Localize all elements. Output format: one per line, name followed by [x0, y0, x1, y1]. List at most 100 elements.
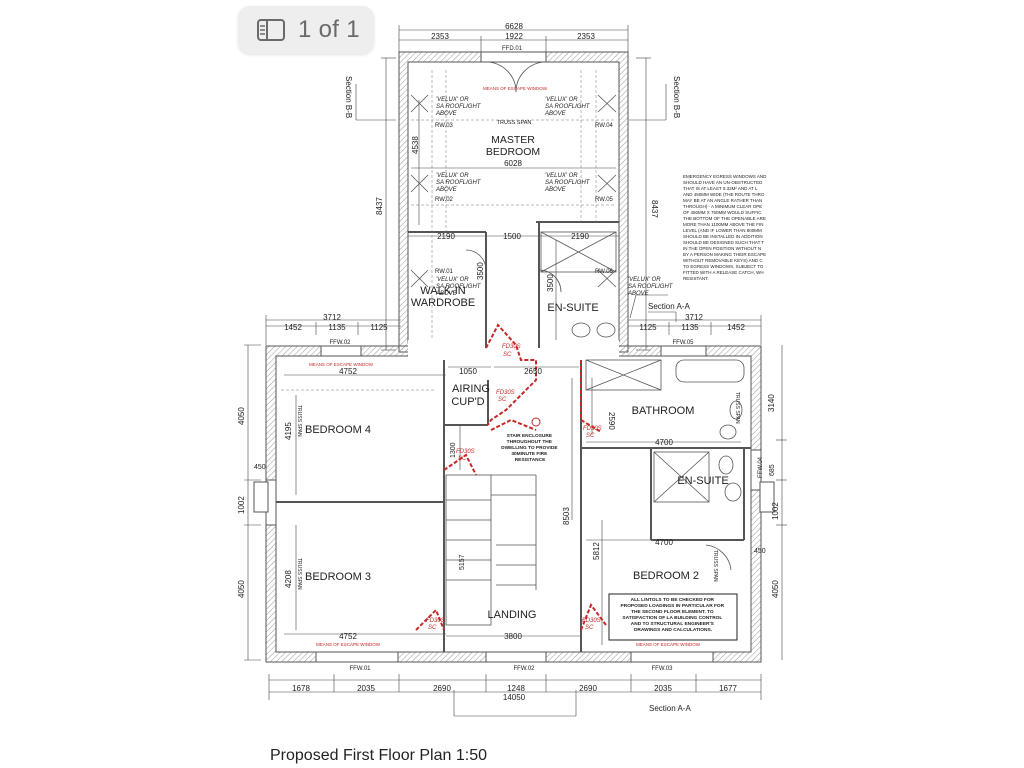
windows [253, 51, 775, 663]
dim-450-a: 450 [254, 464, 266, 471]
dim-2590: 2590 [607, 412, 616, 430]
lintel-note-box [608, 593, 738, 641]
room-bathroom: BATHROOM [632, 405, 695, 417]
dim-3800: 3800 [504, 632, 522, 641]
dim-1300: 1300 [450, 442, 457, 458]
fd30s-2: FD30S [496, 390, 515, 396]
section-aa-top: Section A-A [648, 302, 690, 311]
dim-2690-b: 2690 [579, 684, 597, 693]
floor-plan-page: 6628 2353 1922 2353 FFD.01 Section B-B S… [236, 0, 787, 768]
dim-1050: 1050 [459, 367, 477, 376]
dim-4195: 4195 [284, 422, 293, 440]
dim-3500-b: 3500 [546, 274, 555, 292]
room-airing-2: CUP'D [451, 396, 484, 408]
rw05: RW.05 [595, 197, 614, 203]
fire-door-enclosure [415, 323, 607, 631]
room-ensuite-top: EN-SUITE [547, 302, 598, 314]
dim-1500: 1500 [503, 232, 521, 241]
sc-2: SC [498, 397, 507, 403]
means-escape-b3: MEANS OF ESCAPE WINDOW [316, 642, 381, 647]
truss-span-b3: TRUSS SPAN [296, 558, 302, 590]
truss-span-b2: TRUSS SPAN [712, 550, 718, 582]
room-airing-1: AIRING [452, 383, 490, 395]
ffw04: FFW.04 [758, 456, 764, 478]
dim-1125-right: 1125 [639, 323, 657, 332]
dim-3140: 3140 [767, 394, 776, 412]
rw01: RW.01 [435, 269, 454, 275]
truss-span-top: TRUSS SPAN [497, 120, 532, 126]
means-escape-top: MEANS OF ESCAPE WINDOW [483, 86, 548, 91]
dim-2690-a: 2690 [433, 684, 451, 693]
dim-3500-a: 3500 [476, 262, 485, 280]
egress-note: EMERGENCY EGRESS WINDOWS AND SHOULD HAVE… [683, 174, 768, 281]
dim-4208: 4208 [284, 570, 293, 588]
dim-4700-a: 4700 [655, 438, 673, 447]
sc-5: SC [428, 625, 437, 631]
section-bb-right: Section B-B [672, 76, 681, 118]
dim-450-b: 450 [754, 548, 766, 555]
room-walkin-1: WALK-IN [420, 285, 465, 297]
fd30s-4: FD30S [456, 449, 475, 455]
dim-2650: 2650 [524, 367, 542, 376]
room-master-1: MASTER [491, 134, 535, 146]
means-escape-b4: MEANS OF ESCAPE WINDOW [309, 362, 374, 367]
dim-4752-a: 4752 [339, 367, 357, 376]
page-thumbnail-icon [256, 18, 286, 42]
room-ensuite-right: EN-SUITE [677, 475, 728, 487]
floor-plan-drawing: 6628 2353 1922 2353 FFD.01 Section B-B S… [237, 22, 787, 717]
dim-6028: 6028 [504, 159, 522, 168]
lintel-note: ALL LINTOLS TO BE CHECKED FOR PROPOSED L… [621, 597, 726, 633]
door-swings [465, 61, 732, 571]
ffd01-label: FFD.01 [502, 46, 523, 52]
room-walkin-2: WARDROBE [411, 297, 475, 309]
ffw03: FFW.03 [651, 666, 673, 672]
dim-6628: 6628 [505, 22, 523, 31]
truss-span-b4: TRUSS SPAN [296, 405, 302, 437]
dim-1678: 1678 [292, 684, 310, 693]
page-indicator-pill[interactable]: 1 of 1 [238, 6, 374, 54]
dim-1135-right: 1135 [681, 323, 699, 332]
dim-1125-left: 1125 [370, 323, 388, 332]
room-master-2: BEDROOM [486, 146, 540, 158]
dim-1002-b: 1002 [771, 502, 780, 520]
dim-3712-left: 3712 [323, 313, 341, 322]
sc-1: SC [503, 352, 512, 358]
ffw02: FFW.02 [329, 340, 351, 346]
dim-8437-right: 8437 [650, 200, 659, 218]
stairs [445, 474, 537, 626]
velux-marks [410, 94, 617, 288]
dim-1922: 1922 [505, 32, 523, 41]
rw02: RW.02 [435, 197, 454, 203]
dim-4050-a: 4050 [237, 407, 246, 425]
sc-6: SC [585, 625, 594, 631]
dim-3712-right: 3712 [685, 313, 703, 322]
ffw01: FFW.01 [349, 666, 371, 672]
page-indicator-text: 1 of 1 [298, 16, 360, 43]
rw03: RW.03 [435, 123, 454, 129]
ffw02-bottom: FFW.02 [513, 666, 535, 672]
dim-2353-b: 2353 [577, 32, 595, 41]
plan-caption: Proposed First Floor Plan 1:50 [270, 747, 487, 764]
dim-4752-b: 4752 [339, 632, 357, 641]
dim-1452-left: 1452 [284, 323, 302, 332]
dim-2035-a: 2035 [357, 684, 375, 693]
fd30s-6: FD30S [582, 618, 601, 624]
rw04: RW.04 [595, 123, 614, 129]
dim-4050-right: 4050 [771, 580, 780, 598]
dim-4538: 4538 [411, 136, 420, 154]
room-landing: LANDING [488, 609, 537, 621]
dim-1002-a: 1002 [237, 496, 246, 514]
dim-4700-b: 4700 [655, 538, 673, 547]
dim-2035-b: 2035 [654, 684, 672, 693]
rw06: RW.06 [595, 269, 614, 275]
fixtures [540, 231, 745, 503]
room-bedroom3: BEDROOM 3 [305, 571, 371, 583]
dim-1452-right: 1452 [727, 323, 745, 332]
fd30s-5: FD30S [426, 618, 445, 624]
stair-enclosure-note: STAIR ENCLOSURE THROUGHOUT THE DWELLING … [501, 433, 559, 463]
dim-5157: 5157 [459, 554, 466, 570]
fd30s-1: FD30S [502, 344, 521, 350]
